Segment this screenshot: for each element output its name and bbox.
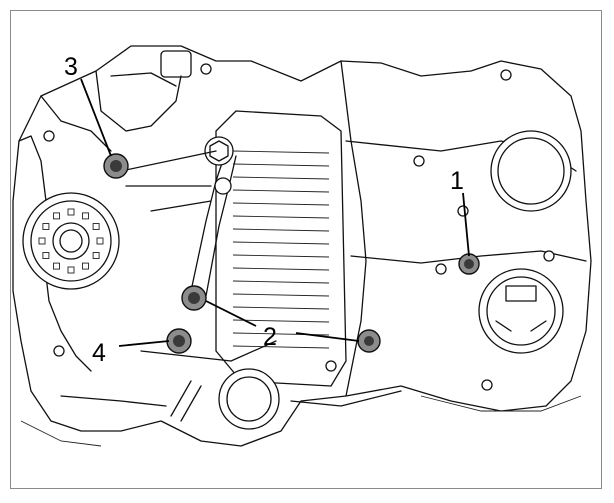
pivot-boss [214,177,232,195]
flange-hole [67,208,75,216]
plug-3 [103,153,129,179]
plug-1 [458,253,480,275]
bolt-hole [457,205,469,217]
bottom-outline [20,395,582,447]
flange-hole [53,262,60,270]
upper-left-rib [40,95,112,152]
flange-hole [92,223,100,230]
callout-3: 3 [64,53,78,81]
case-rib [232,241,330,245]
leader-4 [118,340,170,347]
case-rib [232,267,330,271]
upper-bracket [160,50,192,78]
bottom-edge-detail [60,390,402,407]
flange-hole [82,262,89,270]
bolt-hole [43,130,55,142]
lower-right-bore [478,268,564,354]
bolt-hole [543,250,555,262]
upper-boss-detail [110,72,177,87]
case-rib [232,202,330,206]
small-bolt-holes [43,63,555,391]
plug-2-right [357,329,381,353]
upper-boss-outline [95,70,182,132]
flange-hole [42,223,50,230]
strut-right [205,155,237,297]
flange-hole [92,252,100,259]
leader-2-left [205,300,257,327]
bolt-hole [413,155,425,167]
case-rib [232,280,330,284]
case-rib [232,319,330,323]
diagram-frame: 1 2 3 4 [10,10,602,489]
case-rib [232,293,330,297]
lower-pin [170,380,202,422]
case-rib [232,228,330,232]
right-case-flange-line [350,250,587,264]
bolt-hole [200,63,212,75]
case-rib [232,150,330,154]
upper-right-bore [490,130,572,212]
case-rib [232,189,330,193]
case-rib [232,176,330,180]
arm-upper [120,150,217,172]
flange-hole [67,266,75,274]
flange-hole [42,252,50,259]
bolt-hole [325,360,337,372]
lower-rib [140,340,277,362]
flange-hole [38,237,46,245]
bolt-hole [500,69,512,81]
leader-2-right [295,332,360,342]
flange-hole [82,212,89,220]
callout-4: 4 [92,339,106,367]
flange-hole [53,212,60,220]
callout-1: 1 [450,167,464,195]
bolt-hole [435,263,447,275]
bolt-hole [481,379,493,391]
bolt-hole [53,345,65,357]
leader-3 [80,78,112,157]
leader-1 [462,192,470,257]
plug-2-left [181,285,207,311]
ribbed-case [215,110,347,387]
plug-4 [166,328,192,354]
input-flange [22,192,120,290]
callout-2: 2 [263,323,277,351]
hex-bolt-head [204,136,234,166]
transmission-drawing: 1 2 3 4 [12,45,592,447]
case-rib [232,306,330,310]
hex-bolt-flat [209,140,229,162]
case-rib [232,254,330,258]
flange-hole [96,237,104,245]
arm-third [150,200,212,212]
case-rib [232,163,330,167]
lower-center-bore [218,368,280,430]
case-split-line [340,60,367,397]
case-rib [232,345,330,349]
case-rib [232,215,330,219]
